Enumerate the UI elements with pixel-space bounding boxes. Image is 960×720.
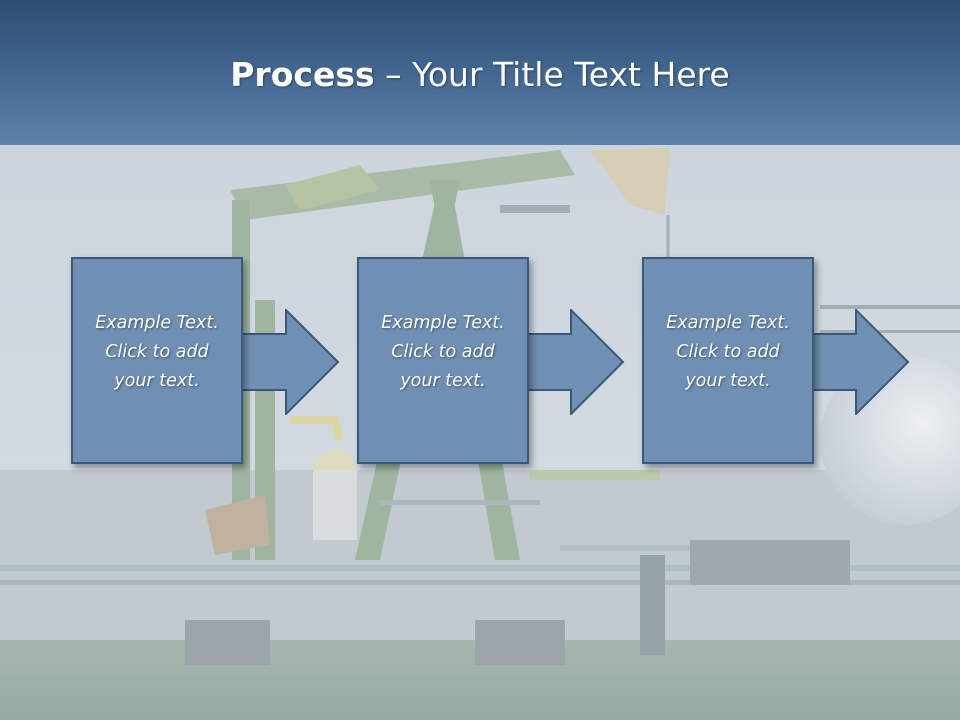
step-2-line-2: Click to add	[391, 342, 495, 362]
title-rest: – Your Title Text Here	[374, 55, 730, 94]
step-1-line-1: Example Text.	[95, 313, 219, 333]
title-bold: Process	[230, 55, 375, 94]
step-2-line-3: your text.	[400, 371, 486, 391]
step-3-line-2: Click to add	[676, 342, 780, 362]
title-bar: Process – Your Title Text Here	[0, 0, 960, 145]
step-3-text: Example Text. Click to add your text.	[666, 309, 790, 396]
slide-title[interactable]: Process – Your Title Text Here	[0, 52, 960, 98]
step-1-line-3: your text.	[114, 371, 200, 391]
step-2-text: Example Text. Click to add your text.	[381, 309, 505, 396]
step-2-line-1: Example Text.	[381, 313, 505, 333]
step-1-text: Example Text. Click to add your text.	[95, 309, 219, 396]
process-step-2[interactable]: Example Text. Click to add your text.	[357, 257, 529, 464]
process-step-1[interactable]: Example Text. Click to add your text.	[71, 257, 243, 464]
step-3-line-3: your text.	[685, 371, 771, 391]
step-1-line-2: Click to add	[105, 342, 209, 362]
step-3-line-1: Example Text.	[666, 313, 790, 333]
process-step-3[interactable]: Example Text. Click to add your text.	[642, 257, 814, 464]
